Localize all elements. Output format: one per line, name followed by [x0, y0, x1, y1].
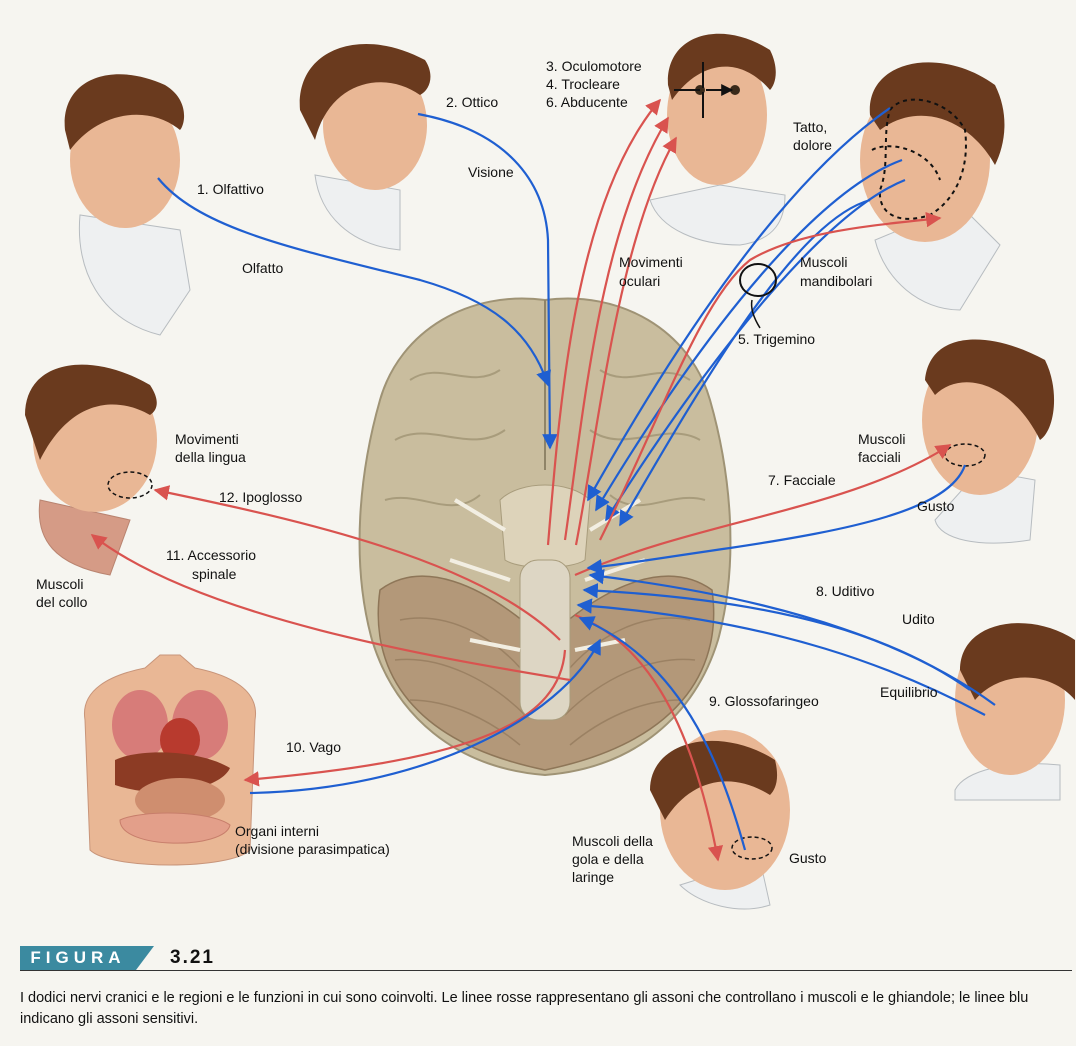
label-trochlear-nerve: 4. Trocleare [546, 75, 620, 93]
label-throat-muscles-2: gola e della [572, 850, 644, 868]
face-glossopharyngeal [650, 730, 790, 909]
face-eye-movements [650, 34, 785, 245]
label-trigeminal-nerve: 5. Trigemino [738, 330, 815, 348]
face-optic [300, 44, 431, 250]
label-hearing: Udito [902, 610, 935, 628]
label-internal-organs-2: (divisione parasimpatica) [235, 840, 390, 858]
label-tongue-movements-1: Movimenti [175, 430, 239, 448]
label-accessory-nerve-2: spinale [192, 565, 236, 583]
label-touch-pain-1: Tatto, [793, 118, 827, 136]
face-trigeminal [860, 62, 1004, 310]
label-facial-nerve: 7. Facciale [768, 471, 836, 489]
label-vestibulocochlear-nerve: 8. Uditivo [816, 582, 874, 600]
label-smell: Olfatto [242, 259, 283, 277]
face-olfactory [65, 74, 190, 335]
label-abducent-nerve: 6. Abducente [546, 93, 628, 111]
label-taste-facial: Gusto [917, 497, 954, 515]
figure-rule [20, 970, 1072, 971]
label-tongue-movements-2: della lingua [175, 448, 246, 466]
figure-tag-corner [136, 946, 154, 970]
label-balance: Equilibrio [880, 683, 938, 701]
label-facial-muscles-1: Muscoli [858, 430, 905, 448]
label-glossopharyngeal-nerve: 9. Glossofaringeo [709, 692, 819, 710]
label-eye-movements-2: oculari [619, 272, 660, 290]
label-vision: Visione [468, 163, 514, 181]
label-oculomotor-nerve: 3. Oculomotore [546, 57, 642, 75]
label-facial-muscles-2: facciali [858, 448, 901, 466]
label-eye-movements-1: Movimenti [619, 253, 683, 271]
label-neck-muscles-1: Muscoli [36, 575, 83, 593]
label-jaw-muscles-1: Muscoli [800, 253, 847, 271]
face-tongue [25, 365, 157, 575]
label-taste-glossopharyngeal: Gusto [789, 849, 826, 867]
figure-number: 3.21 [170, 946, 215, 970]
torso-internal-organs [84, 655, 255, 865]
label-neck-muscles-2: del collo [36, 593, 87, 611]
label-throat-muscles-1: Muscoli della [572, 832, 653, 850]
label-olfactory-nerve: 1. Olfattivo [197, 180, 264, 198]
label-optic-nerve: 2. Ottico [446, 93, 498, 111]
figure-header: FIGURA 3.21 [20, 946, 1072, 970]
label-accessory-nerve-1: 11. Accessorio [166, 546, 256, 564]
label-internal-organs-1: Organi interni [235, 822, 319, 840]
label-touch-pain-2: dolore [793, 136, 832, 154]
figure-tag: FIGURA [20, 946, 136, 970]
label-jaw-muscles-2: mandibolari [800, 272, 872, 290]
label-hypoglossal-nerve: 12. Ipoglosso [219, 488, 302, 506]
label-vagus-nerve: 10. Vago [286, 738, 341, 756]
figure-caption: I dodici nervi cranici e le regioni e le… [20, 988, 1065, 1030]
label-throat-muscles-3: laringe [572, 868, 614, 886]
face-auditory [955, 623, 1075, 800]
